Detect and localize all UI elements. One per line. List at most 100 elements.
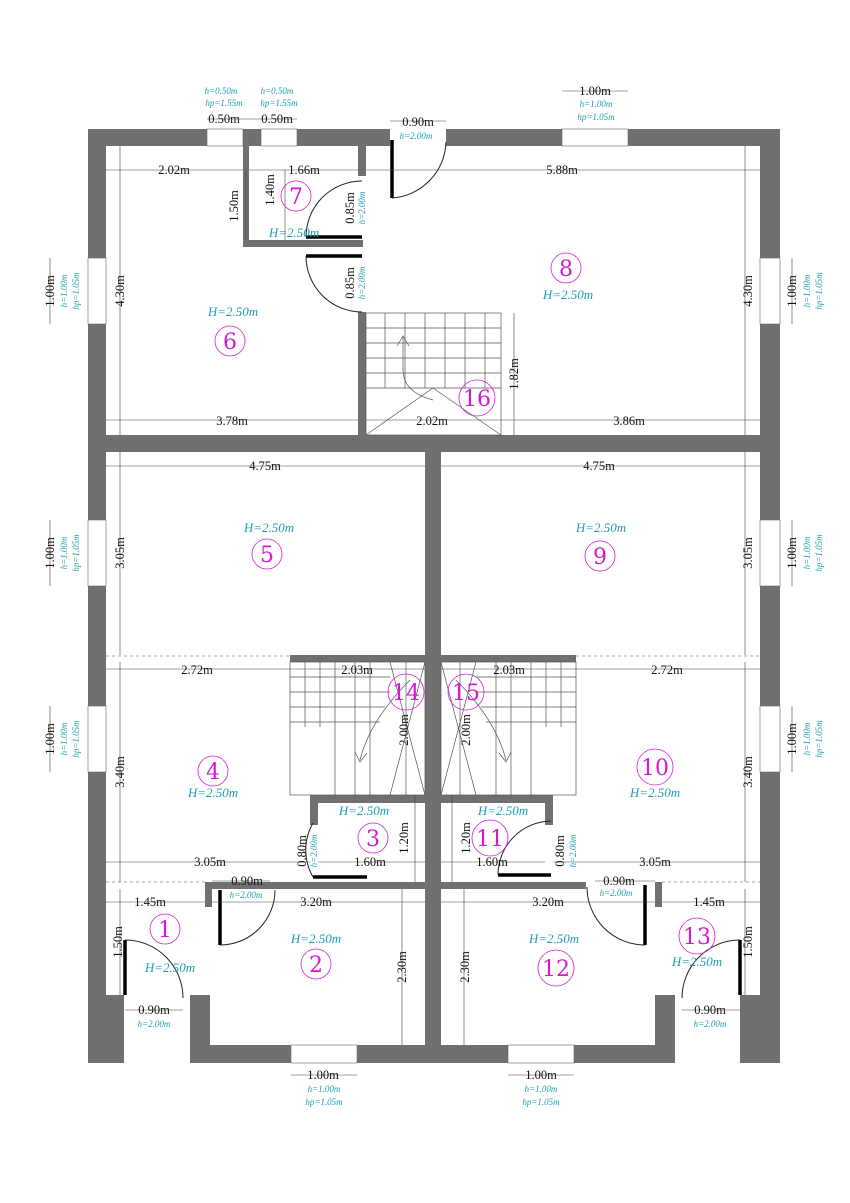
room-number-1: 1	[158, 918, 172, 943]
dim-right-window-mid: 1.00m	[785, 537, 799, 569]
dim-r5-height: 3.05m	[113, 537, 127, 569]
dim-right-window-low: 1.00m	[785, 723, 799, 755]
dim-right-window-top: 1.00m	[785, 275, 799, 307]
dim-r6-bottom: 3.78m	[216, 414, 248, 428]
ann-door-top: h=2.00m	[400, 131, 433, 141]
ann-win-l1-hp: hp=1.05m	[71, 272, 81, 310]
dim-r8-height: 4.30m	[741, 275, 755, 307]
dim-r13-width: 1.45m	[693, 895, 725, 909]
walls	[88, 129, 780, 1063]
ann-win-top2-hp: hp=1.55m	[260, 98, 298, 108]
ann-win-top2-h: h=0.50m	[261, 86, 294, 96]
ann-door11: h=2.00m	[568, 834, 578, 867]
room-number-2: 2	[309, 953, 323, 978]
dim-door-085a: 0.85m	[343, 192, 357, 224]
ann-win-l3-hp: hp=1.05m	[71, 720, 81, 758]
dimension-texts: 0.50m 0.50m 1.00m 0.90m 2.02m 1.66m 5.88…	[43, 84, 799, 1082]
dim-r4-height: 3.40m	[113, 756, 127, 788]
room-number-8: 8	[559, 257, 573, 282]
room-height-7: H=2.50m	[268, 225, 319, 240]
dim-r10-bottom: 3.05m	[639, 855, 671, 869]
room-height-5: H=2.50m	[243, 520, 294, 535]
dim-r12-width: 3.20m	[532, 895, 564, 909]
dim-r3-v: 1.20m	[397, 822, 411, 854]
ann-win-b1-h: h=1.00m	[308, 1084, 341, 1094]
ann-win-l2-hp: hp=1.05m	[71, 534, 81, 572]
dim-r7-top: 1.66m	[288, 163, 320, 177]
ann-win-l3-h: h=1.00m	[59, 722, 69, 755]
room-number-12: 12	[542, 957, 570, 982]
dim-stair15-height: 2.00m	[459, 714, 473, 746]
dim-r8-bottom: 3.86m	[613, 414, 645, 428]
dim-stair16-height: 1.82m	[507, 358, 521, 390]
dim-door-085b: 0.85m	[343, 267, 357, 299]
dim-r4-bottom: 3.05m	[194, 855, 226, 869]
dim-bottom-window-2: 1.00m	[525, 1068, 557, 1082]
dim-r8-top: 5.88m	[546, 163, 578, 177]
dim-top-window-3: 1.00m	[579, 84, 611, 98]
dim-r4-top: 2.72m	[181, 663, 213, 677]
room-number-9: 9	[593, 545, 607, 570]
room-height-12: H=2.50m	[528, 931, 579, 946]
room-height-10: H=2.50m	[629, 785, 680, 800]
dim-left-window-top: 1.00m	[43, 275, 57, 307]
ann-door7b: h=2.00m	[357, 266, 367, 299]
window-top-1	[206, 128, 244, 147]
dim-r6-height: 4.30m	[113, 275, 127, 307]
dim-r7-v2: 1.40m	[263, 174, 277, 206]
dim-top-window-1: 0.50m	[208, 112, 240, 126]
room-height-2: H=2.50m	[290, 931, 341, 946]
dim-r6-top: 2.02m	[158, 163, 190, 177]
dim-r1-width: 1.45m	[134, 895, 166, 909]
ann-win-top1-hp: hp=1.55m	[205, 98, 243, 108]
ann-door1: h=2.00m	[138, 1019, 171, 1029]
room-height-11: H=2.50m	[477, 803, 528, 818]
dim-r5-top: 4.75m	[249, 459, 281, 473]
dashed-lines	[106, 655, 760, 883]
window-left-3	[87, 705, 107, 773]
dim-door2: 0.90m	[231, 874, 263, 888]
ann-door3: h=2.00m	[309, 834, 319, 867]
ann-win-r3-h: h=1.00m	[802, 722, 812, 755]
ann-door12: h=2.00m	[600, 888, 633, 898]
dim-stair15-top: 2.03m	[493, 663, 525, 677]
ann-win-l1-h: h=1.00m	[59, 274, 69, 307]
dim-r2-width: 3.20m	[300, 895, 332, 909]
room-number-7: 7	[289, 185, 303, 210]
ann-win-r2-h: h=1.00m	[802, 536, 812, 569]
dim-stair14-height: 2.00m	[397, 714, 411, 746]
dim-r12-height: 2.30m	[458, 951, 472, 983]
windows	[87, 128, 781, 1064]
window-bottom-1	[290, 1044, 358, 1064]
dim-door11-v: 0.80m	[553, 835, 567, 867]
dim-stair16-bottom: 2.02m	[416, 414, 448, 428]
window-left-2	[87, 519, 107, 587]
room-number-13: 13	[683, 925, 711, 950]
dim-r10-height: 3.40m	[741, 756, 755, 788]
dim-r10-top: 2.72m	[651, 663, 683, 677]
room-number-5: 5	[260, 543, 274, 568]
window-left-1	[87, 257, 107, 325]
room-number-14: 14	[392, 681, 420, 706]
height-labels: H=2.50m H=2.50m H=2.50m H=2.50m H=2.50m …	[144, 225, 722, 975]
ann-win-b2-h: h=1.00m	[525, 1084, 558, 1094]
dim-r3-bottom: 1.60m	[354, 855, 386, 869]
window-right-3	[759, 705, 781, 773]
ann-win-b2-hp: hp=1.05m	[522, 1097, 560, 1107]
dim-top-window-2: 0.50m	[261, 112, 293, 126]
dim-bottom-window-1: 1.00m	[307, 1068, 339, 1082]
ann-win-top1-h: h=0.50m	[205, 86, 238, 96]
room-number-6: 6	[223, 330, 237, 355]
ann-win-r3-hp: hp=1.05m	[814, 720, 824, 758]
ann-win-r1-h: h=1.00m	[802, 274, 812, 307]
ann-door13: h=2.00m	[694, 1019, 727, 1029]
room-height-1: H=2.50m	[144, 960, 195, 975]
ann-win-r1-hp: hp=1.05m	[814, 272, 824, 310]
dim-r9-top: 4.75m	[583, 459, 615, 473]
ann-win-b1-hp: hp=1.05m	[305, 1097, 343, 1107]
window-right-1	[759, 257, 781, 325]
room-number-3: 3	[366, 827, 380, 852]
window-top-2	[260, 128, 298, 147]
room-number-11: 11	[476, 827, 504, 852]
